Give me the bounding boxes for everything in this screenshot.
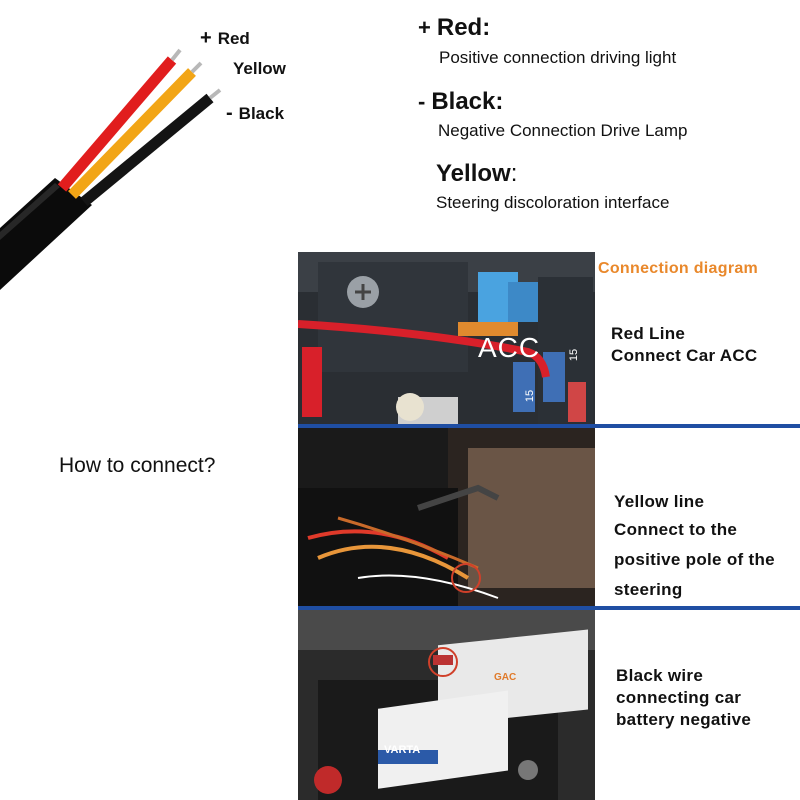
acc-label: ACC bbox=[478, 332, 541, 363]
yellow-wire-label: Yellow bbox=[233, 59, 286, 78]
legend-red: +Red: bbox=[418, 14, 490, 42]
minus-sign: - bbox=[226, 102, 233, 124]
how-to-connect-text: How to connect? bbox=[59, 454, 216, 477]
legend-yellow-title: Yellow bbox=[436, 160, 511, 187]
legend-yellow-desc: Steering discoloration interface bbox=[436, 193, 670, 212]
photo-fuse-box: ACC 15 15 bbox=[298, 252, 595, 426]
instruction-red-line: Red Line Connect Car ACC bbox=[611, 324, 758, 365]
cable-illustration bbox=[0, 48, 222, 290]
photo-battery: VARTA GAC bbox=[298, 610, 595, 800]
black-wire-label: -Black bbox=[226, 102, 285, 124]
diagram-title: Connection diagram bbox=[598, 260, 759, 277]
legend-black-title: Black: bbox=[431, 88, 504, 115]
divider-line bbox=[298, 606, 800, 610]
photo-steering-wiring bbox=[298, 428, 595, 606]
fuse-number: 15 bbox=[568, 348, 581, 362]
legend-black: -Black: bbox=[418, 88, 503, 116]
legend-red-title: Red: bbox=[436, 14, 491, 41]
minus-sign: - bbox=[418, 89, 426, 114]
black-wire bbox=[80, 88, 222, 207]
plus-sign: + bbox=[200, 27, 212, 49]
red-wire-label: +Red bbox=[200, 27, 250, 49]
plus-sign: + bbox=[418, 15, 431, 40]
legend-yellow: Yellow: bbox=[436, 160, 518, 187]
legend-red-desc: Positive connection driving light bbox=[439, 48, 677, 67]
instruction-yellow-line: Yellow line Connect to the positive pole… bbox=[614, 492, 775, 599]
red-wire bbox=[57, 48, 182, 192]
cable-jacket bbox=[0, 178, 92, 290]
instruction-black-wire: Black wire connecting car battery negati… bbox=[616, 666, 752, 729]
divider-line bbox=[298, 424, 800, 428]
fuse-number: 15 bbox=[524, 389, 537, 403]
legend-black-desc: Negative Connection Drive Lamp bbox=[438, 121, 688, 140]
battery-brand: VARTA bbox=[384, 744, 421, 756]
battery-sub: GAC bbox=[494, 672, 517, 683]
yellow-wire bbox=[68, 61, 203, 199]
